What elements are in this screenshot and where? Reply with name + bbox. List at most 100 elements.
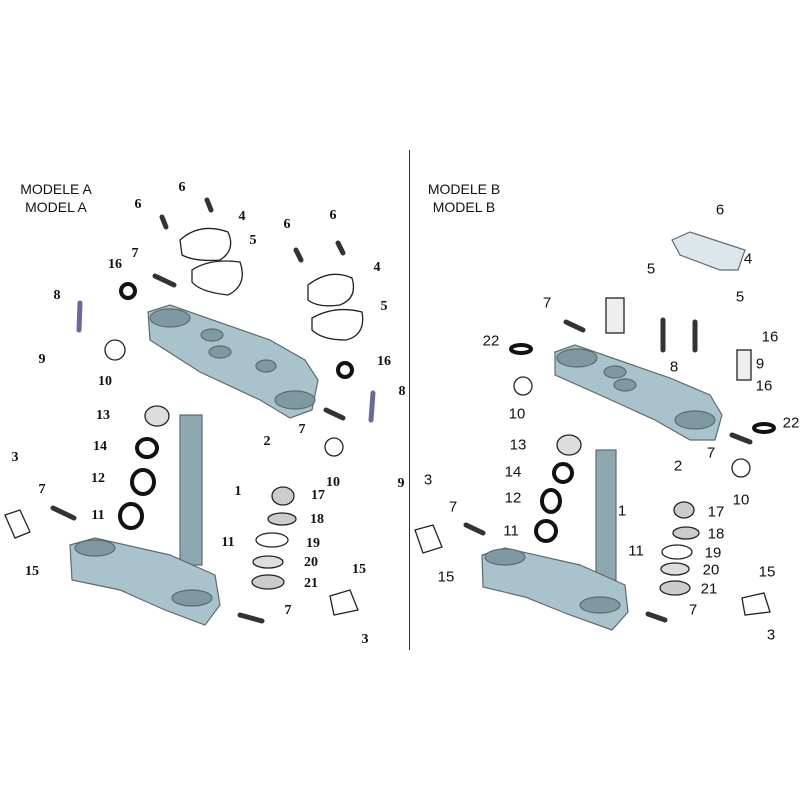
part-callout: 10: [98, 374, 112, 389]
part-callout: 10: [508, 405, 526, 423]
model-b-heading: MODELE B MODEL B: [422, 180, 506, 216]
b-handlebar-bridge: [671, 231, 746, 271]
b-spacer-right: [736, 349, 752, 381]
b-washer-10b: [731, 458, 751, 478]
b-spacer-left: [605, 297, 625, 334]
a-upper-triple-clamp: [147, 304, 319, 419]
a-bearing-13: [144, 405, 170, 427]
part-callout: 11: [221, 535, 235, 550]
part-callout: 8: [398, 384, 406, 399]
part-callout: 15: [437, 568, 455, 586]
part-callout: 1: [617, 502, 627, 520]
part-callout: 13: [509, 436, 527, 454]
part-callout: 16: [377, 354, 391, 369]
part-callout: 7: [706, 444, 716, 462]
part-callout: 8: [53, 288, 61, 303]
model-a-heading-fr: MODELE A: [20, 181, 92, 197]
part-callout: 4: [373, 260, 381, 275]
part-callout: 20: [702, 561, 720, 579]
part-callout: 21: [700, 580, 718, 598]
a-ring-11: [118, 502, 144, 530]
a-bolt-8b: [368, 390, 376, 423]
part-callout: 21: [304, 576, 318, 591]
part-callout: 4: [238, 209, 246, 224]
model-a-heading: MODELE A MODEL A: [14, 180, 98, 216]
a-clamp-lower-left: [191, 260, 243, 296]
b-nut-stack: [659, 501, 700, 596]
part-callout: 12: [504, 489, 522, 507]
a-cable-guide-15: [4, 509, 31, 539]
model-b-heading-en: MODEL B: [432, 199, 496, 215]
part-callout: 19: [704, 544, 722, 562]
part-callout: 9: [38, 352, 46, 367]
part-callout: 14: [504, 463, 522, 481]
part-callout: 17: [311, 488, 325, 503]
part-callout: 2: [263, 434, 271, 449]
a-steering-stem: [179, 414, 203, 566]
part-callout: 7: [38, 482, 46, 497]
a-seal-16b: [336, 361, 354, 379]
part-callout: 9: [397, 476, 405, 491]
part-callout: 20: [304, 555, 318, 570]
part-callout: 6: [329, 208, 337, 223]
part-callout: 7: [131, 246, 139, 261]
part-callout: 6: [715, 201, 725, 219]
a-nut-stack: [251, 486, 297, 590]
part-callout: 5: [735, 288, 745, 306]
model-b-heading-fr: MODELE B: [427, 181, 501, 197]
b-washer-10: [513, 376, 533, 396]
b-cable-guide-15: [414, 524, 443, 554]
model-a-heading-en: MODEL A: [25, 199, 87, 215]
part-callout: 9: [755, 355, 765, 373]
part-callout: 6: [134, 197, 142, 212]
part-callout: 6: [283, 217, 291, 232]
a-clamp-upper-left: [179, 227, 232, 262]
b-seal-22b: [752, 422, 776, 434]
part-callout: 16: [108, 257, 122, 272]
b-ring-11: [534, 519, 558, 543]
b-ring-12: [540, 488, 562, 514]
part-callout: 5: [380, 299, 388, 314]
part-callout: 7: [298, 422, 306, 437]
part-callout: 5: [646, 260, 656, 278]
part-callout: 14: [93, 439, 107, 454]
part-callout: 4: [743, 250, 753, 268]
part-callout: 8: [669, 358, 679, 376]
part-callout: 3: [361, 632, 369, 647]
a-seal-16: [119, 282, 137, 300]
part-callout: 7: [448, 498, 458, 516]
a-washer-10: [104, 339, 126, 361]
part-callout: 11: [628, 542, 644, 560]
b-steering-stem: [595, 449, 617, 581]
a-ring-12: [130, 468, 156, 496]
part-callout: 19: [306, 536, 320, 551]
part-callout: 15: [25, 564, 39, 579]
part-callout: 7: [542, 294, 552, 312]
part-callout: 7: [688, 601, 698, 619]
b-seal-22: [509, 343, 533, 355]
part-callout: 1: [234, 484, 242, 499]
a-washer-10b: [324, 437, 344, 457]
part-callout: 11: [91, 508, 105, 523]
model-divider: [409, 150, 410, 650]
part-callout: 22: [782, 414, 800, 432]
b-bearing-13: [556, 434, 582, 456]
part-callout: 2: [673, 457, 683, 475]
part-callout: 3: [423, 471, 433, 489]
part-callout: 16: [761, 328, 779, 346]
part-callout: 10: [326, 475, 340, 490]
part-callout: 11: [503, 522, 519, 540]
a-clamp-lower-right: [311, 308, 364, 341]
part-callout: 15: [758, 563, 776, 581]
part-callout: 10: [732, 491, 750, 509]
part-callout: 7: [284, 603, 292, 618]
a-cable-guide-15b: [329, 589, 359, 616]
part-callout: 3: [11, 450, 19, 465]
a-bolt-8: [76, 300, 83, 333]
part-callout: 18: [707, 525, 725, 543]
part-callout: 6: [178, 180, 186, 195]
b-ring-14: [552, 462, 574, 484]
part-callout: 18: [310, 512, 324, 527]
part-callout: 17: [707, 503, 725, 521]
